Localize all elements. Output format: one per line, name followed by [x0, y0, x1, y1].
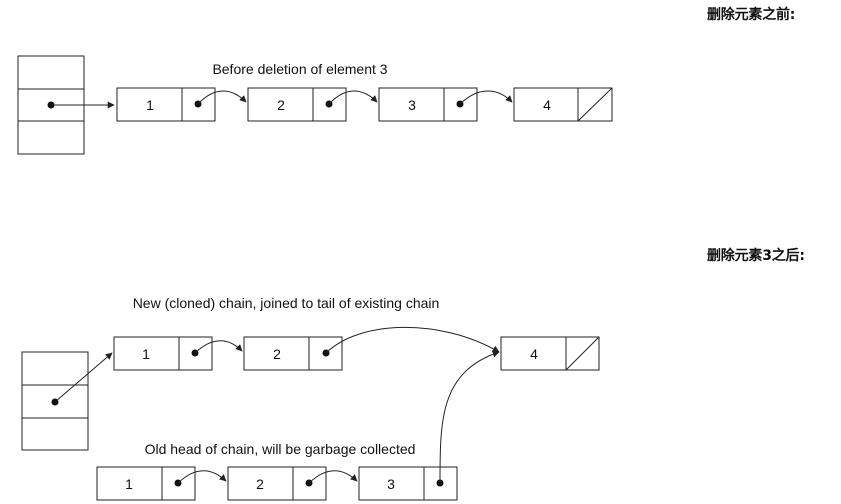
before-node-1: 1 [116, 87, 216, 122]
old-node-3-value: 3 [387, 476, 395, 492]
before-node-3: 3 [378, 87, 478, 122]
before-node-3-value: 3 [408, 97, 416, 113]
before-link-1-2 [197, 90, 247, 105]
old-link-1-2 [177, 470, 227, 484]
after-deletion-heading: 删除元素3之后: [707, 248, 805, 264]
old-link-2-3 [308, 470, 358, 484]
tail-node-4: 4 [500, 336, 600, 371]
old-link-3-tail [439, 350, 500, 484]
before-bucket-array [17, 55, 115, 155]
new-node-2-value: 2 [273, 346, 281, 362]
before-node-4-value: 4 [543, 97, 551, 113]
new-link-1-2 [194, 340, 243, 354]
before-node-4: 4 [513, 87, 613, 122]
old-node-2: 2 [227, 466, 327, 501]
old-chain-caption: Old head of chain, will be garbage colle… [145, 441, 416, 457]
before-link-3-4 [459, 90, 513, 105]
before-node-2: 2 [247, 87, 347, 122]
old-node-2-value: 2 [256, 476, 264, 492]
old-node-1: 1 [96, 466, 196, 501]
new-node-1: 1 [113, 336, 213, 371]
after-bucket-array [21, 351, 113, 451]
before-link-2-3 [328, 90, 378, 105]
new-link-2-tail [325, 326, 500, 354]
tail-node-4-value: 4 [530, 346, 538, 362]
old-node-3: 3 [358, 466, 458, 501]
before-deletion-caption: Before deletion of element 3 [212, 61, 387, 77]
old-node-1-value: 1 [125, 476, 133, 492]
new-node-1-value: 1 [142, 346, 150, 362]
new-node-2: 2 [243, 336, 343, 371]
new-chain-caption: New (cloned) chain, joined to tail of ex… [133, 295, 440, 311]
before-deletion-heading: 删除元素之前: [707, 7, 796, 23]
before-node-1-value: 1 [146, 97, 154, 113]
before-node-2-value: 2 [277, 97, 285, 113]
